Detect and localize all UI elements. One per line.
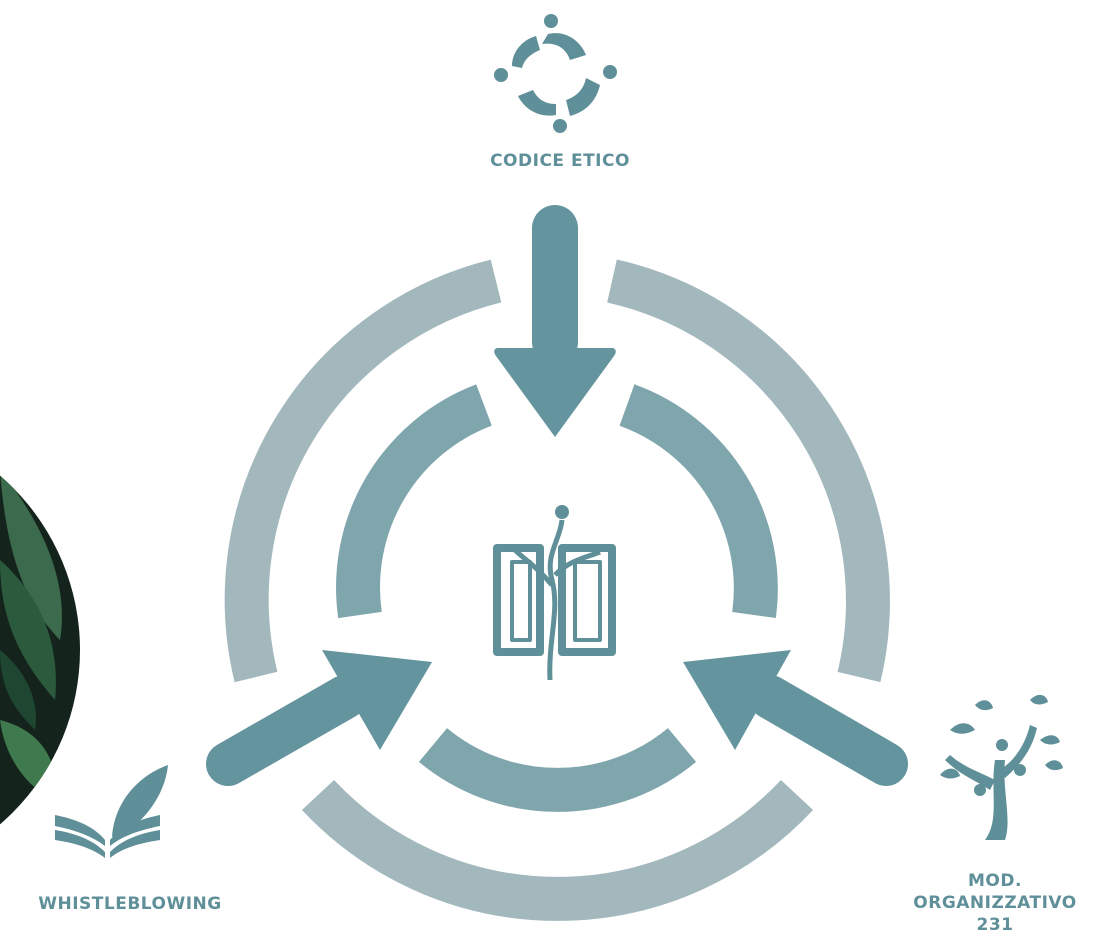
arrow-bottom-left [206, 650, 432, 786]
codice-etico-label: CODICE ETICO [490, 151, 630, 171]
inner-ring [336, 384, 778, 812]
whistleblowing-label: WHISTLEBLOWING [38, 894, 222, 914]
arrow-bottom-right [683, 650, 908, 786]
arrows [206, 205, 908, 786]
mod-label-line1: MOD. [968, 871, 1022, 891]
mod-label-line2: ORGANIZZATIVO [913, 893, 1077, 913]
outer-ring-right [607, 259, 890, 683]
outer-ring-bottom [301, 779, 814, 921]
mod-label-line3: 231 [976, 915, 1014, 935]
outer-ring-left [224, 259, 502, 683]
tree-people-icon [940, 694, 1063, 840]
book-feather-icon [55, 765, 168, 858]
inner-ring-right [619, 384, 778, 618]
inner-ring-bottom [418, 727, 697, 812]
arrow-top [494, 205, 616, 437]
mod-organizzativo-label: MOD. ORGANIZZATIVO 231 [895, 870, 1095, 936]
people-circle-icon [494, 14, 617, 133]
book-sprout-logo [493, 505, 616, 681]
inner-ring-left [336, 384, 493, 619]
outer-ring [224, 259, 890, 921]
